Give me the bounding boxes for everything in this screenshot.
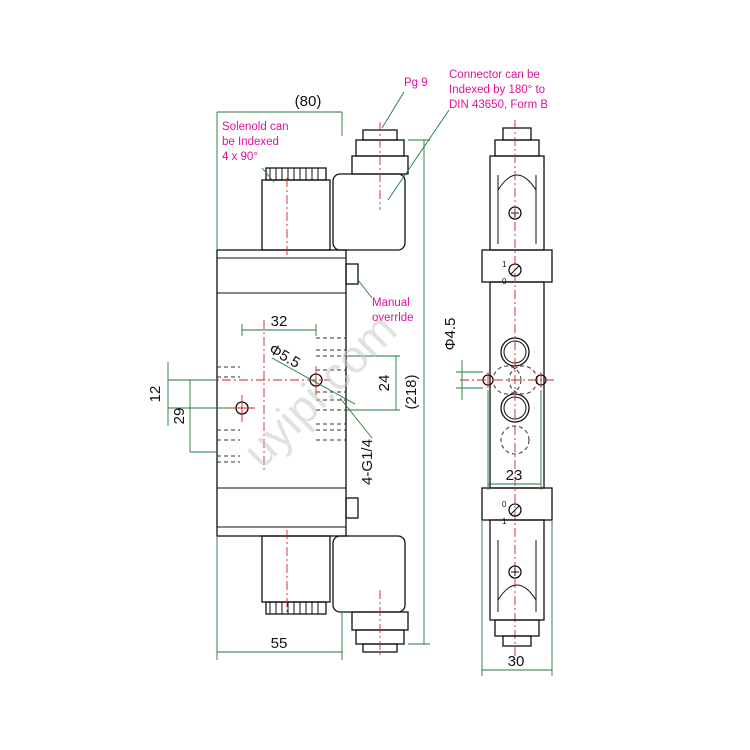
dim-port-spacing: 32 xyxy=(271,313,288,330)
note-override-line1: Manual xyxy=(372,297,410,309)
dim-12: 12 xyxy=(147,386,164,403)
side-pg9-nut-top xyxy=(494,139,540,157)
dim-overall-width: (80) xyxy=(295,93,322,110)
note-solenoid-line2: be Indexed xyxy=(222,136,279,148)
dim-24: 24 xyxy=(376,375,393,392)
note-connector-line1: Connector can be xyxy=(449,69,540,81)
side-pg9-cap-top xyxy=(502,127,532,141)
switch-top-1: 1 xyxy=(502,260,507,269)
solenoid-coil-bottom xyxy=(261,535,331,603)
dim-29: 29 xyxy=(171,408,188,425)
note-solenoid-line1: Solenold can xyxy=(222,121,289,133)
manual-override-bottom xyxy=(345,497,359,519)
switch-bottom-1: 1 xyxy=(502,517,507,526)
knurled-nut-bottom xyxy=(265,601,327,615)
front-view xyxy=(205,122,409,656)
connector-box-top xyxy=(332,173,406,251)
dim-side-hole: Φ4.5 xyxy=(442,318,459,351)
solenoid-coil-top xyxy=(261,179,331,251)
side-dimensions: Φ4.5 23 30 xyxy=(442,318,553,676)
note-connector-line2: Indexed by 180° to xyxy=(449,84,545,96)
knurled-nut-top xyxy=(265,167,327,181)
connector-box-bottom xyxy=(332,535,406,613)
note-connector-line3: DIN 43650, Form B xyxy=(449,99,548,111)
dim-overall-height: (218) xyxy=(403,374,420,409)
side-override-bottom xyxy=(508,503,522,517)
dim-bottom-width: 55 xyxy=(271,635,288,652)
side-body xyxy=(489,281,545,489)
side-view: 1 0 0 1 xyxy=(460,120,556,660)
dim-mount-hole: Φ5.5 xyxy=(266,341,303,372)
dim-side-width: 30 xyxy=(508,653,525,670)
dim-side-spacing: 23 xyxy=(506,467,523,484)
note-pg9: Pg 9 xyxy=(404,77,428,89)
annotations: Solenold can be Indexed 4 x 90° Pg 9 Con… xyxy=(222,69,548,324)
note-override-line2: overrlde xyxy=(372,312,414,324)
side-screw-bottom xyxy=(508,565,522,579)
side-pg9-nut-bottom xyxy=(494,619,540,637)
note-solenoid-line3: 4 x 90° xyxy=(222,151,258,163)
dim-ports: 4-G1/4 xyxy=(359,439,376,485)
side-switch-block-top xyxy=(481,249,553,283)
manual-override-top xyxy=(345,263,359,285)
switch-bottom-0: 0 xyxy=(502,500,507,509)
side-pg9-cap-bottom xyxy=(502,635,532,647)
